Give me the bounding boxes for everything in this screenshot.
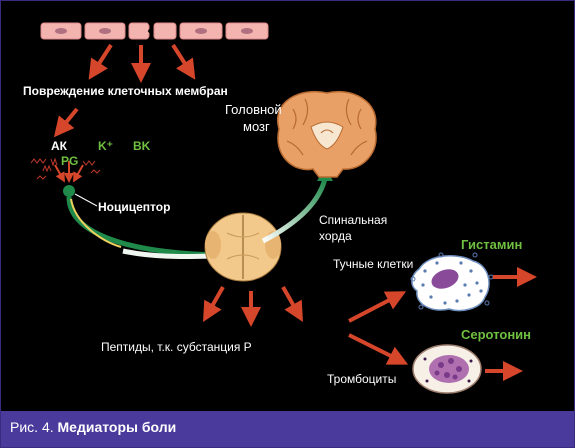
label-peptides: Пептиды, т.к. субстанция Р (101, 340, 252, 354)
caption-prefix: Рис. 4. (10, 419, 54, 435)
arrow-membrane-1 (88, 43, 113, 80)
afferent-nerve (66, 196, 220, 258)
arrow-to-mast-cell (348, 291, 407, 323)
label-k-plus: K⁺ (98, 139, 113, 153)
label-cord-line2: хорда (319, 229, 352, 243)
cell-membrane-strip (40, 22, 269, 40)
label-cord-line1: Спинальная (319, 213, 388, 227)
label-histamine: Гистамин (461, 237, 523, 252)
label-membrane-damage: Повреждение клеточных мембран (23, 84, 228, 98)
mast-cell (410, 252, 494, 312)
caption-bar: Рис. 4. Медиаторы боли (1, 411, 574, 447)
label-bk: BK (133, 139, 151, 153)
label-ak: АК (51, 139, 67, 153)
arrow-membrane-3 (171, 43, 196, 80)
nociceptor-pointer (74, 193, 98, 207)
spinal-cord-section (204, 212, 282, 282)
label-mast-cells: Тучные клетки (333, 257, 414, 271)
arrow-cord-3 (281, 286, 303, 322)
mediator-small-arrows (54, 161, 84, 183)
label-platelets: Тромбоциты (327, 372, 397, 386)
arrow-cord-1 (203, 286, 225, 322)
label-serotonin: Серотонин (461, 327, 532, 342)
nociceptor-ending (63, 185, 75, 197)
ascending-tract (261, 178, 328, 244)
brain-section (276, 91, 377, 178)
label-brain-line2: мозг (243, 119, 270, 134)
label-pg: PG (61, 154, 79, 168)
label-brain-line1: Головной (225, 102, 282, 117)
caption-title: Медиаторы боли (57, 419, 177, 435)
platelet (412, 344, 482, 394)
pain-mediators-diagram (30, 22, 537, 394)
arrow-to-platelet (348, 333, 409, 365)
arrow-to-ak (53, 107, 79, 138)
figure-caption: Рис. 4. Медиаторы боли (10, 419, 176, 435)
label-nociceptor: Ноцицептор (98, 200, 171, 214)
